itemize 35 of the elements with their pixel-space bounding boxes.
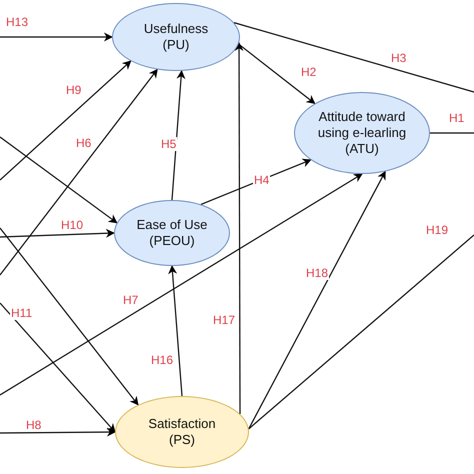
edge-label: H4 — [253, 173, 270, 187]
edge-label: H1 — [448, 111, 466, 125]
edge-label: H17 — [212, 313, 236, 327]
ellipse-node: Attitude toward using e-learling (ATU) — [294, 92, 430, 174]
edge-label: H13 — [5, 15, 30, 29]
arrow — [200, 158, 312, 205]
arrow — [0, 228, 139, 406]
ellipse-node: Ease of Use (PEOU) — [114, 200, 230, 266]
edge-label: H9 — [65, 83, 82, 97]
arrow — [248, 170, 386, 430]
edge-label: H18 — [305, 266, 330, 280]
arrow — [0, 428, 116, 437]
edge-label: H16 — [150, 353, 174, 367]
arrow — [168, 265, 183, 396]
edge-label: H3 — [390, 51, 408, 65]
edge-label: H2 — [300, 65, 318, 79]
arrow — [0, 60, 132, 180]
edge-label: H8 — [25, 418, 42, 432]
edge-label: H19 — [425, 223, 450, 237]
arrow — [0, 136, 118, 224]
arrow — [0, 32, 113, 42]
edge-label: H11 — [10, 306, 34, 320]
arrow — [238, 44, 316, 104]
arrow — [171, 70, 186, 200]
edge-label: H5 — [160, 137, 178, 151]
arrow — [0, 68, 158, 276]
ellipse-node: Satisfaction (PS) — [115, 396, 249, 468]
arrow — [0, 302, 116, 433]
edge-label: H10 — [60, 218, 84, 232]
arrow — [0, 228, 115, 238]
arrow — [234, 42, 244, 414]
ellipse-node: Usefulness (PU) — [112, 3, 240, 71]
arrow — [0, 173, 363, 396]
edge-label: H6 — [75, 136, 92, 150]
edge-label: H7 — [122, 293, 140, 307]
